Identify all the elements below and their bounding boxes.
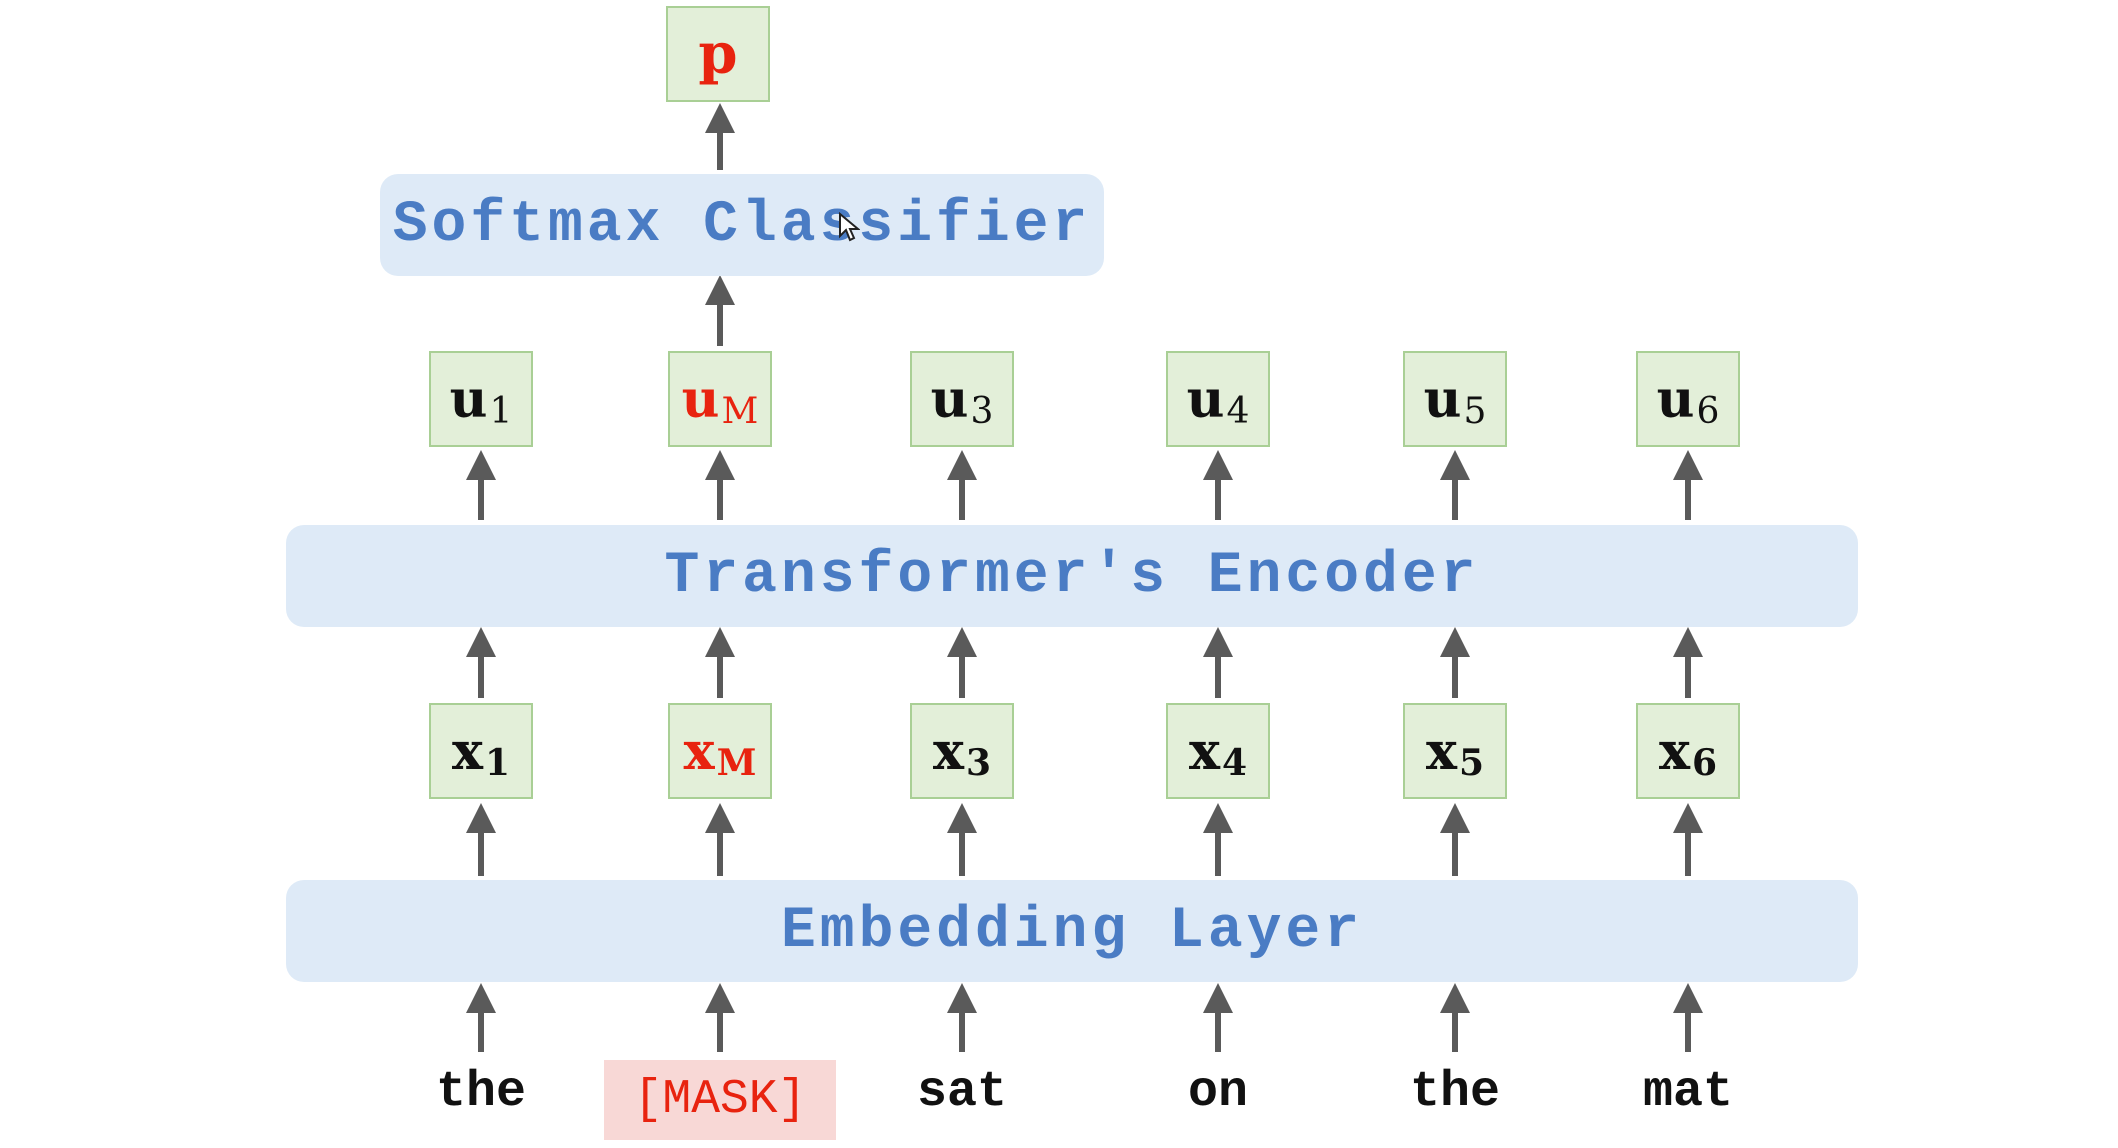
- encoder-output-vector-subscript: 1: [489, 390, 513, 432]
- input-token: the: [435, 1064, 526, 1121]
- encoder-output-vector-subscript: 5: [1463, 390, 1487, 432]
- encoder-output-vector-subscript: M: [721, 390, 759, 432]
- mouse-cursor-icon: [839, 212, 860, 242]
- input-token: the: [1409, 1064, 1500, 1121]
- input-token: mat: [1642, 1064, 1733, 1121]
- encoder-output-vector-symbol: u: [1186, 368, 1225, 430]
- encoder-output-vector-symbol: u: [449, 368, 488, 430]
- embedding-layer-label: Embedding Layer: [780, 898, 1364, 964]
- embedding-output-vector-subscript: 1: [484, 742, 511, 784]
- embedding-output-vector-subscript: 5: [1458, 742, 1485, 784]
- mask-token: [MASK]: [604, 1060, 836, 1140]
- embedding-layer: Embedding Layer: [286, 880, 1858, 982]
- softmax-classifier-label: Softmax Classifier: [392, 192, 1092, 258]
- encoder-output-vector-subscript: 6: [1696, 390, 1720, 432]
- embedding-output-vector-symbol: x: [1658, 720, 1690, 782]
- encoder-output-vector-symbol: u: [1656, 368, 1695, 430]
- softmax-classifier-layer: Softmax Classifier: [380, 174, 1104, 276]
- embedding-output-vector-symbol: x: [683, 720, 715, 782]
- embedding-output-vector-subscript: 6: [1691, 742, 1718, 784]
- input-token: sat: [916, 1064, 1007, 1121]
- encoder-output-vector-symbol: u: [930, 368, 969, 430]
- mask-token-label: [MASK]: [633, 1073, 807, 1127]
- encoder-output-vector-subscript: 3: [970, 390, 994, 432]
- embedding-output-vector-symbol: x: [1425, 720, 1457, 782]
- transformer-encoder-label: Transformer's Encoder: [664, 543, 1480, 609]
- encoder-output-vector-subscript: 4: [1226, 390, 1250, 432]
- embedding-output-vector-symbol: x: [932, 720, 964, 782]
- embedding-output-vector-subscript: 4: [1221, 742, 1248, 784]
- embedding-output-vector-subscript: 3: [965, 742, 992, 784]
- output-probability-box: p: [666, 6, 770, 102]
- encoder-output-vector-symbol: u: [681, 368, 720, 430]
- embedding-output-vector-subscript: M: [716, 742, 757, 784]
- output-label: p: [698, 21, 738, 87]
- encoder-output-vector-symbol: u: [1423, 368, 1462, 430]
- input-token: on: [1187, 1064, 1248, 1121]
- embedding-output-vector-symbol: x: [451, 720, 483, 782]
- transformer-encoder-layer: Transformer's Encoder: [286, 525, 1858, 627]
- embedding-output-vector-symbol: x: [1188, 720, 1220, 782]
